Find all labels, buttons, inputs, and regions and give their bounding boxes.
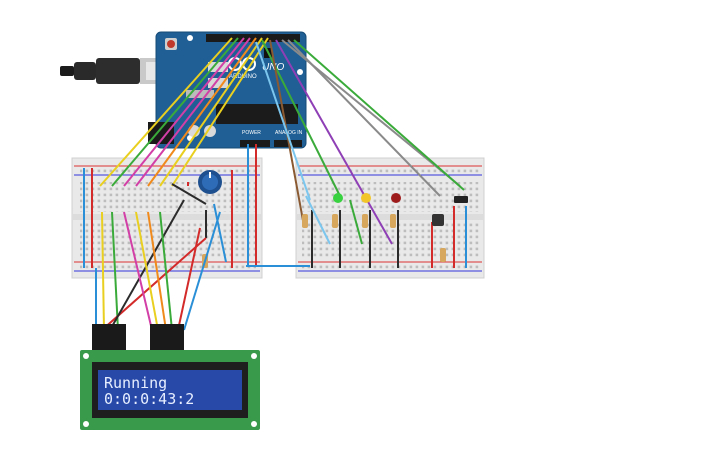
digital-header[interactable] xyxy=(206,34,300,42)
arduino-uno-board[interactable]: ARDUINO UNO POWER ANALOG IN xyxy=(148,31,307,149)
power-jack[interactable] xyxy=(148,122,174,144)
analog-label: ANALOG IN xyxy=(275,130,303,136)
led-red[interactable] xyxy=(391,193,401,203)
lcd-line-2: 0:0:0:43:2 xyxy=(104,390,194,408)
wires-to-lcd[interactable] xyxy=(95,199,221,331)
usb-cable[interactable] xyxy=(60,58,162,84)
lcd-line-1: Running xyxy=(104,374,167,392)
arduino-model: UNO xyxy=(262,62,284,73)
reset-button-cap[interactable] xyxy=(167,40,175,48)
wire-bundle-arduino[interactable] xyxy=(99,37,465,267)
led-yellow[interactable] xyxy=(361,193,371,203)
pushbutton[interactable] xyxy=(432,214,444,226)
potentiometer[interactable] xyxy=(198,170,222,194)
wires-left-board[interactable] xyxy=(83,168,233,268)
lcd-module[interactable]: Running 0:0:0:43:2 xyxy=(80,350,260,430)
wires-right-board[interactable] xyxy=(305,195,467,268)
lcd-header-left[interactable] xyxy=(92,324,126,352)
power-header[interactable] xyxy=(240,140,270,147)
power-label: POWER xyxy=(242,130,261,136)
lcd-screen xyxy=(98,370,242,410)
microcontroller-chip xyxy=(216,104,298,124)
led-green[interactable] xyxy=(333,193,343,203)
slide-switch[interactable] xyxy=(454,196,468,203)
lcd-header-right[interactable] xyxy=(150,324,184,352)
